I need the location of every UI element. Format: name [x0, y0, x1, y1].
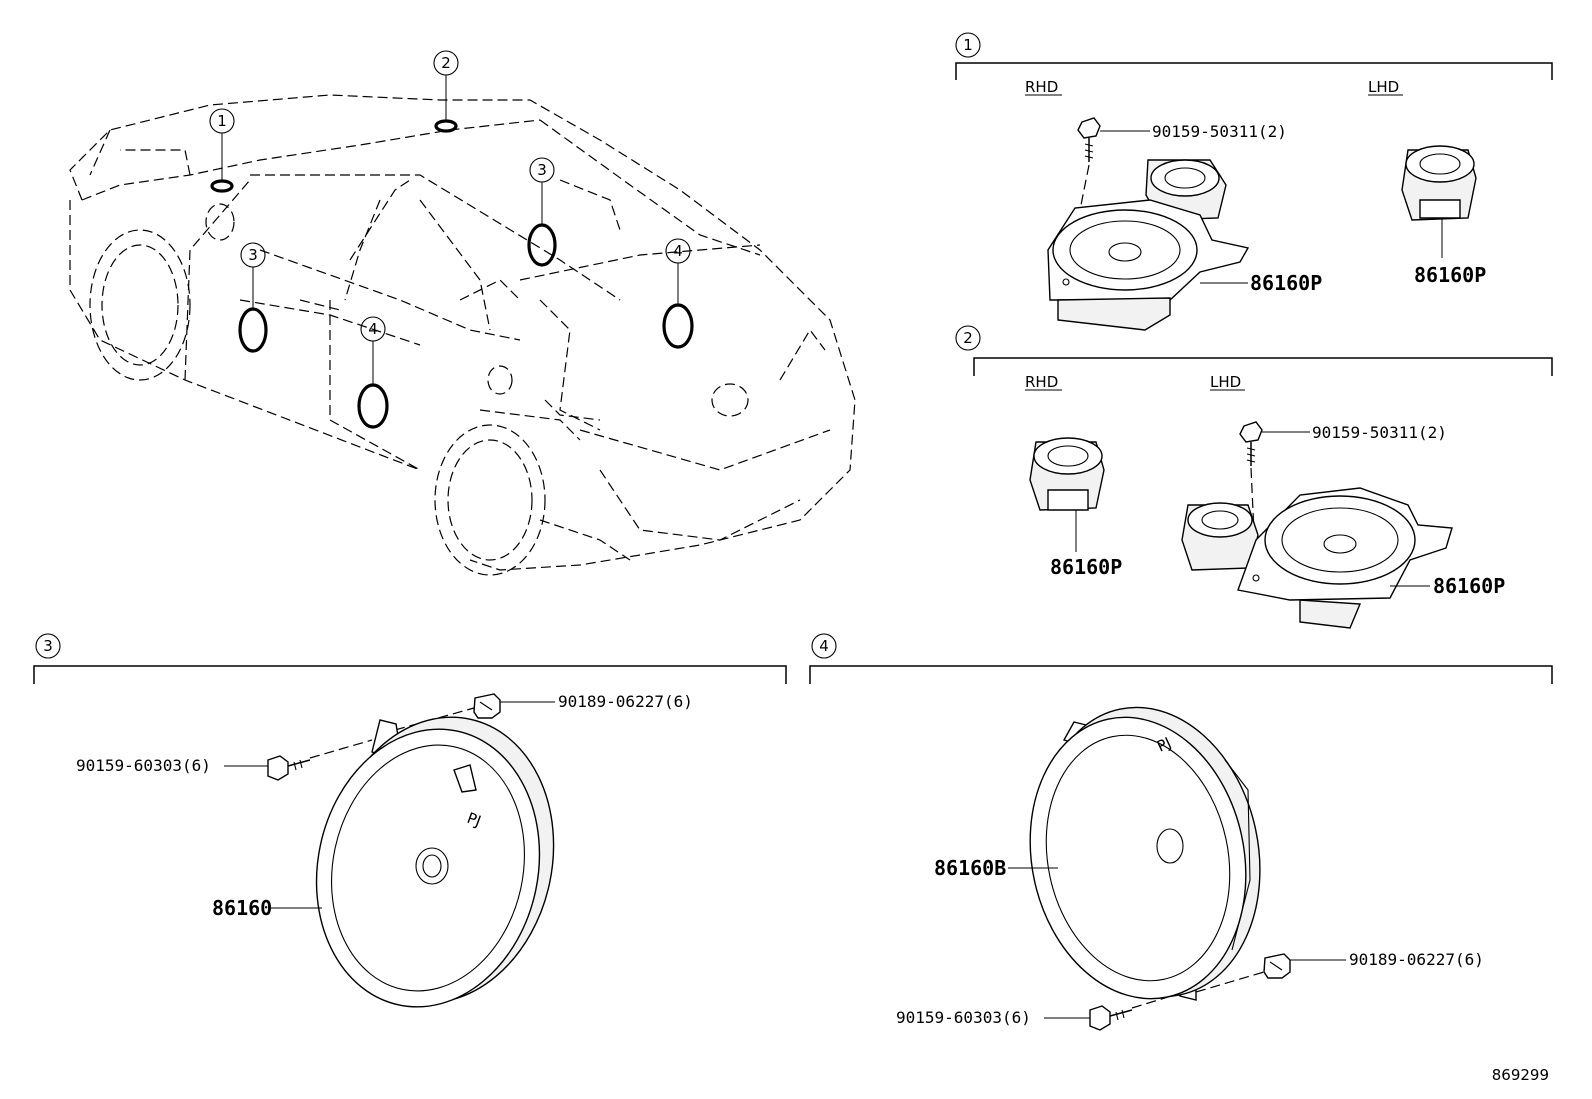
- svg-text:4: 4: [673, 242, 683, 260]
- section-4-speaker-icon: PJ: [1029, 706, 1261, 1001]
- svg-text:3: 3: [537, 161, 547, 179]
- section-3: 3 90189-06227(6) 90159-60303(6): [33, 633, 787, 1008]
- section-3-number: 3: [43, 637, 53, 655]
- section-3-screw-partno: 90159-60303(6): [76, 756, 211, 775]
- car-illustration: 1 2 3 3 4 4: [69, 50, 856, 576]
- section-2-lhd-label: LHD: [1210, 373, 1241, 391]
- section-2-rhd-label: RHD: [1025, 373, 1058, 391]
- section-2-number: 2: [963, 329, 973, 347]
- section-4-clip-partno: 90189-06227(6): [1349, 950, 1484, 969]
- car-callout-4-rear: 4: [665, 238, 691, 264]
- section-4-screw-partno: 90159-60303(6): [896, 1008, 1031, 1027]
- section-1-rhd-speaker-partno: 86160P: [1250, 271, 1322, 295]
- section-4-speaker-partno: 86160B: [934, 856, 1006, 880]
- section-4-screw-icon: [1089, 1005, 1133, 1031]
- car-callout-3-front: 3: [240, 242, 266, 268]
- section-2-lhd-speaker-partno: 86160P: [1433, 574, 1505, 598]
- car-callout-4-front: 4: [360, 316, 386, 342]
- section-3-screw-icon: [267, 755, 311, 781]
- svg-text:3: 3: [248, 246, 258, 264]
- svg-text:1: 1: [217, 112, 227, 130]
- section-2: 2 RHD LHD 86160P 90159-50311(2): [955, 325, 1553, 629]
- section-1-screw-icon: [1077, 117, 1101, 162]
- section-3-speaker-icon: PJ: [315, 716, 555, 1008]
- section-1-lhd-tweeter-icon: [1401, 145, 1477, 221]
- section-1-lhd-label: LHD: [1368, 78, 1399, 96]
- section-1-rhd-label: RHD: [1025, 78, 1058, 96]
- svg-text:4: 4: [368, 320, 378, 338]
- diagram-id: 869299: [1492, 1066, 1549, 1084]
- section-1-lhd-speaker-partno: 86160P: [1414, 263, 1486, 287]
- section-2-rhd-tweeter-icon: [1029, 437, 1105, 511]
- car-callout-1: 1: [209, 108, 235, 134]
- section-1-number: 1: [963, 36, 973, 54]
- section-1: 1 RHD LHD 90159-50311(2): [955, 32, 1553, 331]
- section-2-screw-icon: [1239, 421, 1263, 466]
- svg-text:PJ: PJ: [465, 809, 484, 831]
- car-callout-3-rear: 3: [529, 157, 555, 183]
- section-1-rhd-speaker-icon: [1047, 159, 1250, 331]
- section-4: 4 PJ 86160B 90189-06227(6): [809, 633, 1553, 1031]
- section-3-clip-icon: [473, 693, 501, 719]
- section-2-rhd-speaker-partno: 86160P: [1050, 555, 1122, 579]
- car-callout-2: 2: [433, 50, 459, 76]
- section-2-screw-partno: 90159-50311(2): [1312, 423, 1447, 442]
- section-4-number: 4: [819, 637, 829, 655]
- section-3-clip-partno: 90189-06227(6): [558, 692, 693, 711]
- section-2-lhd-speaker-icon: [1181, 487, 1453, 629]
- section-4-clip-icon: [1263, 953, 1291, 979]
- section-3-speaker-partno: 86160: [212, 896, 272, 920]
- section-1-screw-partno: 90159-50311(2): [1152, 122, 1287, 141]
- svg-text:2: 2: [441, 54, 451, 72]
